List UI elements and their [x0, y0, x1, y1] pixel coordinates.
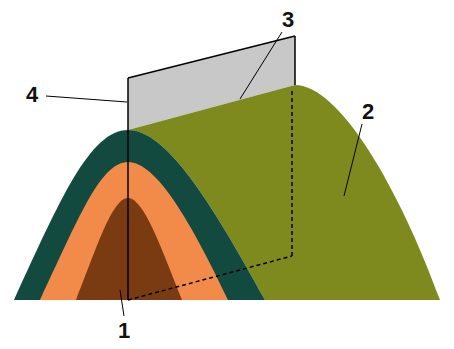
leader-line — [46, 96, 127, 102]
plane-edge — [128, 36, 295, 78]
axial-trace — [127, 78, 129, 300]
hidden-edge — [291, 88, 293, 256]
hidden-edge — [128, 256, 292, 300]
middle-layer — [40, 162, 228, 300]
leader-line — [120, 290, 124, 316]
outer-layer — [14, 130, 265, 300]
plane-edge — [294, 36, 296, 85]
callout-number: 1 — [116, 319, 132, 343]
leader-line — [240, 32, 282, 99]
callout-number: 2 — [360, 100, 376, 124]
callout-number: 3 — [280, 8, 296, 32]
callout-number: 4 — [24, 83, 40, 107]
core-layer — [76, 198, 182, 300]
leader-line — [344, 124, 362, 196]
